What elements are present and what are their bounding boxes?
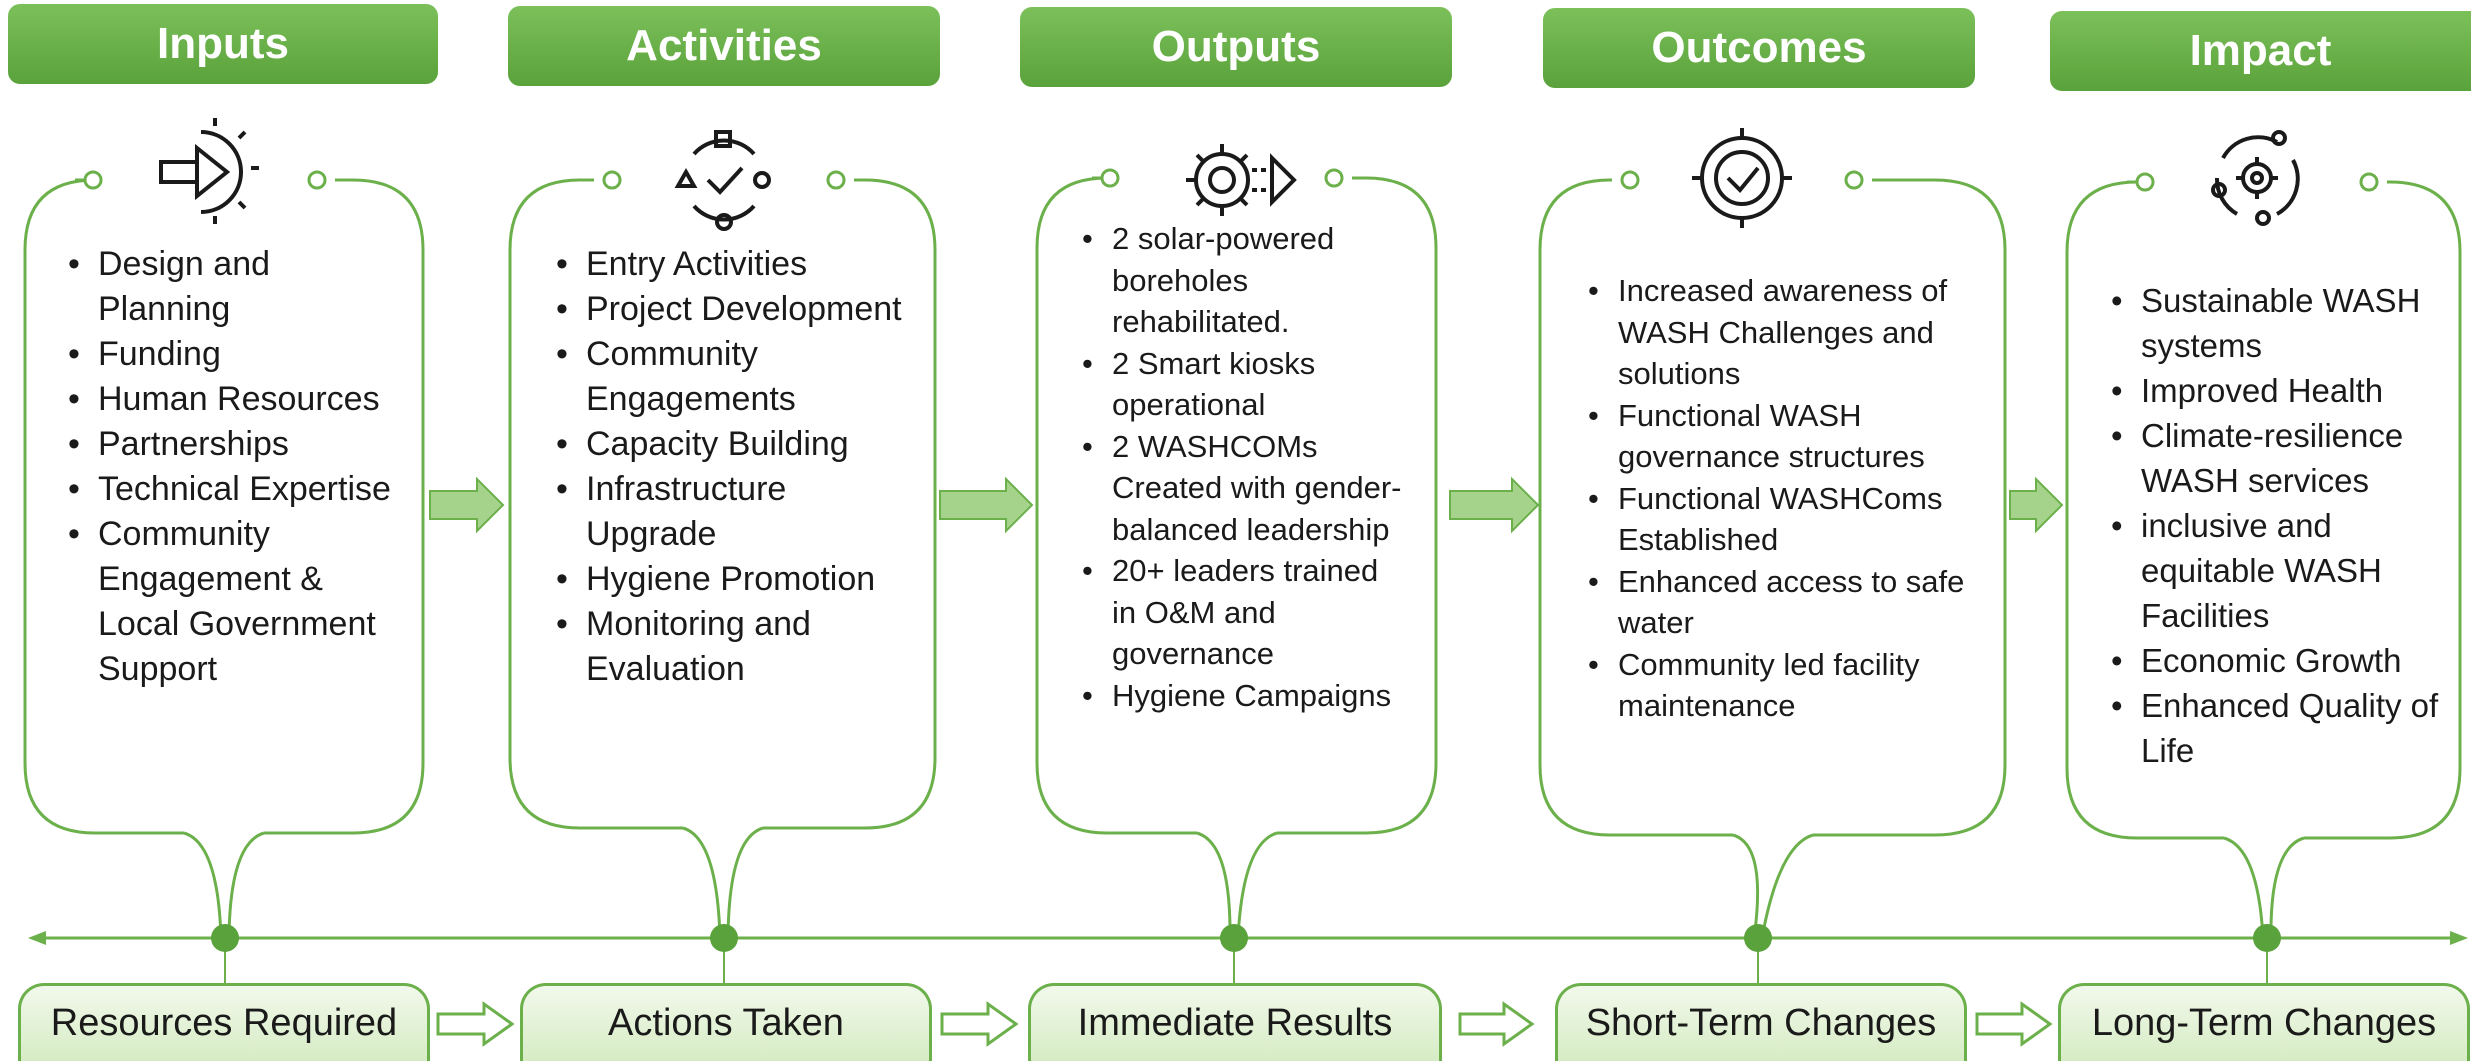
timeline-left-arrowhead xyxy=(28,931,46,945)
list-item: Improved Health xyxy=(2103,368,2443,413)
stage-label: Immediate Results xyxy=(1028,983,1442,1061)
outputs-list: 2 solar-powered boreholes rehabilitated.… xyxy=(1074,218,1404,716)
list-item: Functional WASH governance structures xyxy=(1580,395,1980,478)
column-frame xyxy=(1538,178,2007,837)
checklist-cycle-icon xyxy=(674,130,771,231)
frame-ring xyxy=(83,170,103,190)
list-item: 2 Smart kiosks operational xyxy=(1074,343,1404,426)
flow-arrow xyxy=(429,476,505,534)
target-check-icon xyxy=(1692,128,1792,228)
column-connectors xyxy=(183,826,2305,983)
column-connector xyxy=(1732,833,1814,939)
activities-list: Entry Activities Project Development Com… xyxy=(548,242,918,692)
column-connector xyxy=(682,826,764,939)
list-item: Design and Planning xyxy=(60,242,400,332)
list-item: Community led facility maintenance xyxy=(1580,644,1980,727)
gear-output-arrow-icon xyxy=(1186,144,1297,216)
frame-ring xyxy=(602,170,622,190)
list-item: Enhanced Quality of Life xyxy=(2103,683,2443,773)
list-item: 2 WASHCOMs Created with gender-balanced … xyxy=(1074,426,1404,551)
stage-label: Resources Required xyxy=(18,983,430,1061)
column-header: Inputs xyxy=(8,4,438,84)
flow-arrow xyxy=(2009,476,2064,534)
list-item: Funding xyxy=(60,332,400,377)
list-item: Infrastructure Upgrade xyxy=(548,467,918,557)
list-item: Project Development xyxy=(548,287,918,332)
list-item: Functional WASHComs Established xyxy=(1580,478,1980,561)
list-item: Hygiene Campaigns xyxy=(1074,675,1404,717)
timeline-dot xyxy=(2253,924,2281,952)
frame-ring xyxy=(2359,172,2379,192)
flow-arrows xyxy=(429,476,2064,534)
stage-arrow xyxy=(1975,1001,2053,1047)
list-item: Economic Growth xyxy=(2103,638,2443,683)
column-header: Outcomes xyxy=(1543,8,1975,88)
timeline-dot xyxy=(710,924,738,952)
timeline-dot xyxy=(1744,924,1772,952)
timeline-dot xyxy=(1220,924,1248,952)
frame-ring xyxy=(307,170,327,190)
stage-label: Long-Term Changes xyxy=(2058,983,2470,1061)
login-gear-icon xyxy=(159,118,259,224)
frame-ring xyxy=(1324,168,1344,188)
stage-arrow xyxy=(1458,1001,1535,1047)
list-item: Climate-resilience WASH services xyxy=(2103,413,2443,503)
stage-arrow xyxy=(940,1001,1019,1047)
stage-label: Short-Term Changes xyxy=(1555,983,1967,1061)
flow-arrow xyxy=(939,476,1034,534)
frame-ring xyxy=(1100,168,1120,188)
frame-ring xyxy=(826,170,846,190)
column-frame xyxy=(1035,176,1438,835)
frame-ring xyxy=(1844,170,1864,190)
list-item: Technical Expertise xyxy=(60,467,400,512)
stage-label: Actions Taken xyxy=(520,983,932,1061)
list-item: Monitoring and Evaluation xyxy=(548,602,918,692)
column-header: Activities xyxy=(508,6,940,86)
flow-arrow xyxy=(1449,476,1540,534)
column-header: Outputs xyxy=(1020,7,1452,87)
list-item: Community Engagements xyxy=(548,332,918,422)
outcomes-list: Increased awareness of WASH Challenges a… xyxy=(1580,270,1980,727)
column-connector xyxy=(2223,836,2305,939)
column-frame xyxy=(508,178,937,830)
list-item: 20+ leaders trained in O&M and governanc… xyxy=(1074,550,1404,675)
list-item: 2 solar-powered boreholes rehabilitated. xyxy=(1074,218,1404,343)
timeline-dots xyxy=(211,924,2281,952)
column-frames xyxy=(23,168,2462,840)
timeline-dot xyxy=(211,924,239,952)
column-header: Impact xyxy=(2050,11,2471,91)
timeline-right-arrowhead xyxy=(2450,931,2468,945)
inputs-list: Design and Planning Funding Human Resour… xyxy=(60,242,400,692)
list-item: Capacity Building xyxy=(548,422,918,467)
list-item: Community Engagement & Local Government … xyxy=(60,512,400,692)
list-item: Human Resources xyxy=(60,377,400,422)
column-connector xyxy=(183,831,265,939)
list-item: Entry Activities xyxy=(548,242,918,287)
frame-ring xyxy=(2135,172,2155,192)
column-connector xyxy=(1196,831,1278,939)
list-item: Hygiene Promotion xyxy=(548,557,918,602)
frame-ring xyxy=(1620,170,1640,190)
list-item: Sustainable WASH systems xyxy=(2103,278,2443,368)
list-item: Enhanced access to safe water xyxy=(1580,561,1980,644)
list-item: Partnerships xyxy=(60,422,400,467)
list-item: Increased awareness of WASH Challenges a… xyxy=(1580,270,1980,395)
gear-cycle-icon xyxy=(2211,130,2300,226)
column-frame xyxy=(23,178,425,835)
stage-arrow xyxy=(436,1001,515,1047)
column-frame xyxy=(2065,180,2462,840)
impact-list: Sustainable WASH systems Improved Health… xyxy=(2103,278,2443,773)
stage-arrows xyxy=(436,1001,2053,1047)
list-item: inclusive and equitable WASH Facilities xyxy=(2103,503,2443,638)
